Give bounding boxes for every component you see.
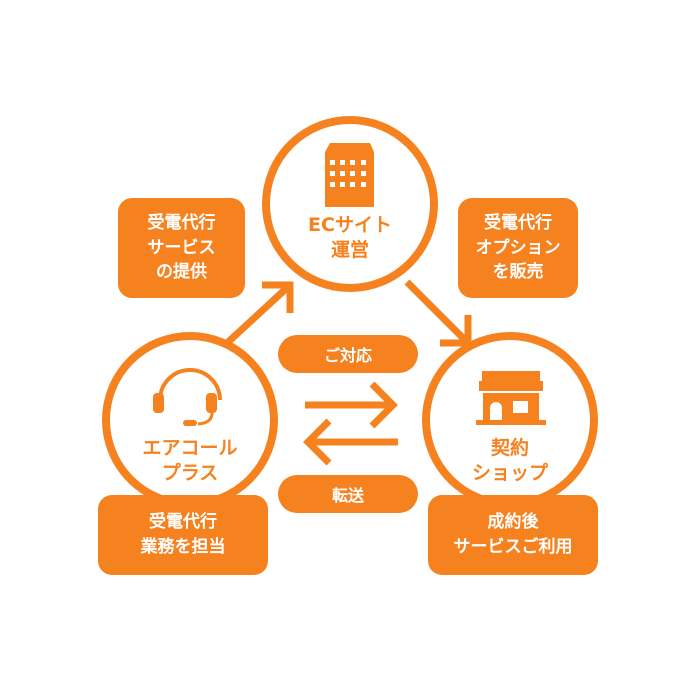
box-text: 受電代行 <box>147 213 216 234</box>
arrow-head <box>262 281 294 313</box>
shop-label: 契約 ショップ <box>430 436 590 485</box>
box-text: を販売 <box>492 262 544 283</box>
box-text: サービス <box>147 237 216 258</box>
arrow-aircall-to-ec <box>223 282 293 347</box>
aircall-label: エアコール プラス <box>110 436 270 485</box>
ec-site-label-line1: ECサイト <box>308 214 392 236</box>
box-text: 受電代行 <box>484 213 552 234</box>
arrow-head <box>369 381 398 429</box>
box-text: の提供 <box>156 262 207 283</box>
pill-response: ご対応 <box>278 335 418 373</box>
box-post-contract-use: 成約後サービスご利用 <box>428 495 598 575</box>
box-service-provision: 受電代行サービスの提供 <box>118 198 245 298</box>
box-text: オプション <box>475 237 561 258</box>
pill-transfer: 転送 <box>278 475 418 513</box>
headset-icon <box>153 368 222 426</box>
box-text: 業務を担当 <box>140 537 226 557</box>
box-text: 受電代行 <box>149 512 217 533</box>
ec-site-label: ECサイト 運営 <box>270 213 430 262</box>
arrow-ec-to-shop <box>404 279 471 346</box>
aircall-label-line1: エアコール <box>142 437 238 459</box>
arrow-head <box>303 418 332 466</box>
box-option-sales: 受電代行オプションを販売 <box>458 198 578 298</box>
store-icon <box>476 371 546 425</box>
box-handling-duties: 受電代行業務を担当 <box>98 495 268 575</box>
building-icon <box>325 143 374 207</box>
ec-site-label-line2: 運営 <box>330 238 369 261</box>
aircall-label-line2: プラス <box>161 461 219 484</box>
shop-label-line1: 契約 <box>490 437 529 459</box>
box-text: サービスご利用 <box>453 537 573 557</box>
box-text: 成約後 <box>487 512 539 533</box>
shop-label-line2: ショップ <box>471 461 548 484</box>
